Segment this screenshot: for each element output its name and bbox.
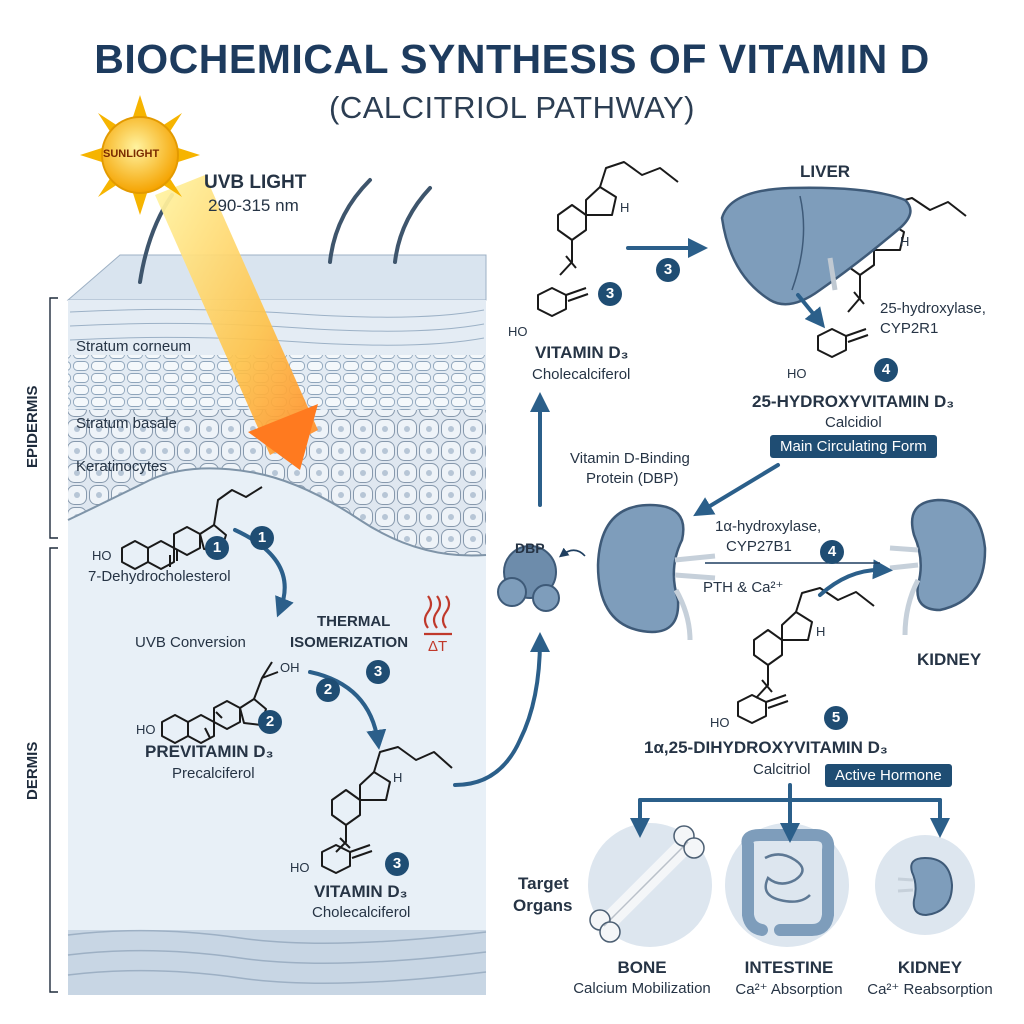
arrow-liver-to-calcidiol bbox=[796, 293, 826, 329]
step-badge-2: 2 bbox=[258, 710, 282, 734]
molecule-vitamin-d3-skin bbox=[321, 746, 453, 874]
vitd3-top-subname: Cholecalciferol bbox=[532, 366, 631, 383]
molecule-calcitriol bbox=[737, 587, 875, 724]
vitd3-skin-subname: Cholecalciferol bbox=[312, 904, 411, 921]
target-kidney-effect: Ca²⁺ Reabsorption bbox=[867, 981, 993, 998]
label-stratum-basale: Stratum basale bbox=[76, 415, 177, 432]
sunlight-beam bbox=[155, 175, 318, 470]
dbp-description-line1: Vitamin D-Binding bbox=[570, 450, 690, 467]
target-bone-effect: Calcium Mobilization bbox=[573, 980, 711, 997]
label-dermis: DERMIS bbox=[24, 741, 41, 800]
skin-cross-section bbox=[66, 178, 487, 995]
vitd3-top-h: H bbox=[620, 200, 630, 215]
step-badge-4: 4 bbox=[874, 358, 898, 382]
target-kidney-name: KIDNEY bbox=[897, 958, 963, 977]
step-badge-5: 5 bbox=[824, 706, 848, 730]
previtamin-oh: OH bbox=[280, 660, 300, 675]
step-badge-3-skin: 3 bbox=[385, 852, 409, 876]
layer-brackets bbox=[49, 297, 58, 993]
vitd3-skin-ho: HO bbox=[290, 860, 310, 875]
sun-label: SUNLIGHT bbox=[103, 148, 160, 160]
step-badge-3-thermal: 3 bbox=[366, 660, 390, 684]
kidney-label: KIDNEY bbox=[917, 650, 982, 669]
vitd3-top-name: VITAMIN D₃ bbox=[535, 343, 629, 362]
uvb-title: UVB LIGHT bbox=[204, 172, 307, 193]
step-badge-4-kidney: 4 bbox=[820, 540, 844, 564]
calcidiol-h: H bbox=[900, 234, 910, 249]
label-stratum-corneum: Stratum corneum bbox=[76, 338, 192, 355]
kidney-illustration-main bbox=[596, 503, 716, 641]
target-intestine-name: INTESTINE bbox=[744, 958, 834, 977]
step-badge-3-top: 3 bbox=[598, 282, 622, 306]
uvb-conversion-label: UVB Conversion bbox=[135, 634, 246, 651]
previtamin-ho: HO bbox=[136, 722, 156, 737]
dbp-label: DBP bbox=[515, 540, 545, 556]
calcidiol-subname: Calcidiol bbox=[825, 414, 882, 431]
dbp-protein-illustration bbox=[497, 545, 560, 612]
kidney-target-icon bbox=[897, 856, 954, 917]
calcitriol-subname: Calcitriol bbox=[753, 761, 811, 778]
calcitriol-name: 1α,25-DIHYDROXYVITAMIN D₃ bbox=[644, 738, 888, 757]
dhc-ho: HO bbox=[92, 548, 112, 563]
target-bone-name: BONE bbox=[617, 958, 667, 977]
liver-enzyme-line2: CYP2R1 bbox=[880, 320, 939, 337]
kidney-enzyme-line1: 1α-hydroxylase, bbox=[715, 518, 822, 535]
calcidiol-name: 25-HYDROXYVITAMIN D₃ bbox=[752, 392, 955, 411]
liver-enzyme-line1: 25-hydroxylase, bbox=[880, 300, 986, 317]
targets-heading-line1: Target bbox=[518, 874, 569, 893]
thermal-delta: ΔT bbox=[428, 638, 448, 655]
label-epidermis: EPIDERMIS bbox=[24, 385, 41, 468]
label-keratinocytes: Keratinocytes bbox=[76, 458, 167, 475]
arrow-calcidiol-to-kidney bbox=[693, 463, 780, 517]
arrow-previtamin-to-vitd3 bbox=[308, 670, 387, 750]
page-title: BIOCHEMICAL SYNTHESIS OF VITAMIN D bbox=[94, 36, 930, 82]
molecule-previtamin-d3 bbox=[161, 661, 279, 744]
vitd3-skin-name: VITAMIN D₃ bbox=[314, 882, 408, 901]
arrow-dhc-to-previtamin bbox=[233, 528, 294, 618]
molecule-7-dehydrocholesterol bbox=[121, 486, 263, 570]
arrow-dbp-binding bbox=[558, 547, 586, 558]
liver-illustration bbox=[720, 186, 912, 306]
page-subtitle: (CALCITRIOL PATHWAY) bbox=[329, 90, 695, 125]
calcidiol-tag: Main Circulating Form bbox=[770, 435, 937, 458]
sun-icon bbox=[80, 95, 200, 215]
molecule-vitamin-d3-top bbox=[537, 161, 679, 317]
calcidiol-ho: HO bbox=[787, 366, 807, 381]
uvb-range: 290-315 nm bbox=[208, 196, 299, 215]
intestine-icon bbox=[741, 829, 835, 936]
vitd3-skin-h: H bbox=[393, 770, 403, 785]
previtamin-subname: Precalciferol bbox=[172, 765, 255, 782]
targets-heading-line2: Organs bbox=[513, 896, 573, 915]
step-badge-1b: 1 bbox=[250, 526, 274, 550]
calcitriol-ho: HO bbox=[710, 715, 730, 730]
calcitriol-h: H bbox=[816, 624, 826, 639]
thermal-line2: ISOMERIZATION bbox=[290, 634, 409, 651]
step-badge-1a: 1 bbox=[205, 536, 229, 560]
kidney-enzyme-line2: CYP27B1 bbox=[726, 538, 792, 555]
vitd3-top-ho: HO bbox=[508, 324, 528, 339]
target-intestine-effect: Ca²⁺ Absorption bbox=[735, 981, 843, 998]
dhc-name: 7-Dehydrocholesterol bbox=[88, 568, 231, 585]
arrow-kidney-cycle bbox=[818, 559, 893, 597]
step-badge-2-arrow: 2 bbox=[316, 678, 340, 702]
liver-label: LIVER bbox=[800, 162, 851, 181]
kidney-illustration-right bbox=[889, 498, 987, 636]
kidney-regulation: PTH & Ca²⁺ bbox=[703, 579, 784, 596]
calcitriol-tag: Active Hormone bbox=[825, 764, 952, 787]
thermal-line1: THERMAL bbox=[317, 613, 391, 630]
bone-icon bbox=[589, 825, 705, 943]
dbp-description-line2: Protein (DBP) bbox=[586, 470, 679, 487]
previtamin-name: PREVITAMIN D₃ bbox=[145, 742, 274, 761]
heat-icon bbox=[423, 595, 452, 636]
arrow-skin-to-dbp bbox=[453, 632, 550, 787]
step-badge-3-arrow: 3 bbox=[656, 258, 680, 282]
